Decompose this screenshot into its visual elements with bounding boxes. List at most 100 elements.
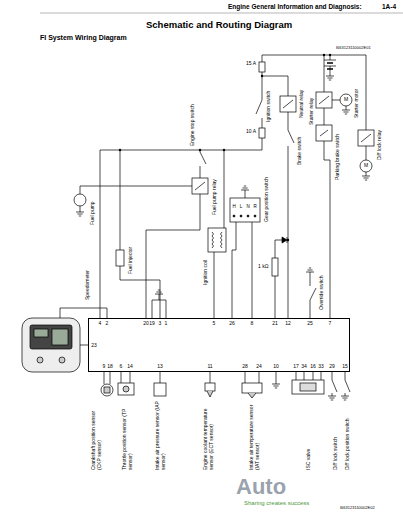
component-symbol — [208, 228, 226, 252]
gear-letter: H — [232, 204, 235, 209]
component-symbol — [272, 258, 278, 276]
sensor-label: Throttle position sensor (TP sensor) — [122, 400, 134, 470]
pin-number: 5 — [213, 321, 216, 326]
junction-dot — [261, 75, 263, 77]
gear-letter: N — [246, 204, 249, 209]
component-symbol — [242, 383, 262, 393]
pin-number: 2 — [106, 321, 109, 326]
pin-number: 3 — [159, 321, 162, 326]
ground-symbol — [362, 176, 370, 180]
pin-number: 17 — [293, 364, 299, 369]
ground-symbol — [76, 76, 370, 400]
ground-symbol — [241, 186, 249, 190]
component-symbol — [74, 194, 86, 206]
pin-number: 13 — [157, 364, 163, 369]
component-symbol — [300, 383, 316, 391]
component-symbol — [74, 62, 374, 398]
component-symbol — [360, 160, 372, 172]
wire — [80, 186, 200, 318]
header-rule — [40, 13, 403, 14]
pin-number: 28 — [242, 364, 248, 369]
component-symbol — [101, 384, 113, 396]
component-symbol — [254, 215, 256, 217]
ground-symbol — [326, 76, 334, 80]
component-label: Fuel pump relay — [212, 179, 218, 215]
component-symbol — [282, 237, 287, 243]
gear-letter: L — [240, 204, 243, 209]
ground-symbol — [155, 290, 163, 294]
pin-number: 25 — [307, 321, 313, 326]
wire — [262, 55, 366, 76]
pin-number: 24 — [256, 364, 262, 369]
pin-number: 15 — [342, 364, 348, 369]
pin-number: 19 — [149, 321, 155, 326]
ground-symbol — [342, 110, 350, 114]
pin-number: 10 — [273, 364, 279, 369]
figure-code: I663123110002E01 — [336, 46, 371, 51]
pin-number: 12 — [285, 321, 291, 326]
wire — [100, 150, 200, 318]
wire — [296, 372, 321, 380]
junction-dot — [119, 149, 121, 151]
motor-letter: M — [344, 97, 348, 103]
component-symbol — [118, 383, 134, 395]
wire — [104, 372, 276, 384]
component-label: Override switch — [319, 276, 325, 310]
wire — [366, 55, 367, 176]
component-label: Ignition switch — [266, 91, 272, 122]
component-symbol — [195, 182, 205, 190]
component-symbol — [240, 215, 242, 217]
speedometer-figure — [37, 357, 43, 363]
switch-label: Diff lock switch — [333, 437, 339, 470]
motor-letter: M — [364, 163, 368, 169]
ground-symbol — [306, 268, 314, 272]
figure-code: I663123110002E02 — [340, 506, 375, 511]
pin-number: 23 — [91, 343, 97, 348]
component-symbol — [361, 134, 371, 142]
pin-number: 1 — [165, 321, 168, 326]
sensor-label: Crankshaft position sensor (CKP sensor) — [91, 400, 103, 470]
component-label: Starter relay — [309, 98, 315, 125]
component-label: Speedometer — [85, 270, 91, 300]
component-label: Starter motor — [354, 89, 360, 118]
sensor-label: Intake air pressure sensor (IAP sensor) — [155, 400, 167, 470]
component-label: Diff lock relay — [377, 130, 383, 160]
component-label: Gear position switch — [264, 177, 270, 222]
junction-dot — [287, 239, 289, 241]
wire — [60, 308, 107, 345]
wire — [200, 55, 262, 178]
component-label: Ignition coil — [203, 260, 209, 285]
wire — [327, 63, 333, 69]
diagram-subtitle: FI System Wiring Diagram — [40, 34, 127, 42]
component-symbol — [292, 380, 324, 394]
component-symbol — [192, 178, 208, 194]
component-symbol — [230, 198, 260, 222]
gear-letter: R — [253, 204, 256, 209]
header-text: Engine General Information and Diagnosis… — [228, 3, 362, 10]
pin-number: 34 — [301, 364, 307, 369]
speedometer-figure — [52, 329, 68, 345]
component-symbol — [123, 386, 129, 392]
component-label: Fuel injector — [128, 247, 134, 274]
pin-number: 9 — [103, 364, 106, 369]
component-symbol — [283, 100, 293, 108]
component-symbol — [104, 387, 110, 393]
pin-number: 11 — [207, 364, 212, 369]
fuse-rating: 10 A — [246, 129, 256, 135]
junction-dot — [329, 54, 331, 56]
junction-dot — [223, 149, 225, 151]
sensor-label: ISC valve — [306, 449, 312, 470]
pin-number: 18 — [107, 364, 113, 369]
speedometer-figure — [59, 357, 65, 363]
pin-number: 26 — [229, 321, 235, 326]
junction-dot — [199, 149, 201, 151]
wire — [152, 294, 166, 318]
component-label: Neutral relay — [299, 90, 305, 118]
component-symbol — [247, 215, 249, 217]
resistor-value: 1 kΩ — [258, 264, 268, 270]
component-symbol — [280, 96, 296, 112]
ground-symbol — [341, 396, 349, 400]
wire — [332, 372, 350, 396]
speedometer-figure — [22, 318, 80, 372]
component-symbol — [259, 62, 265, 72]
